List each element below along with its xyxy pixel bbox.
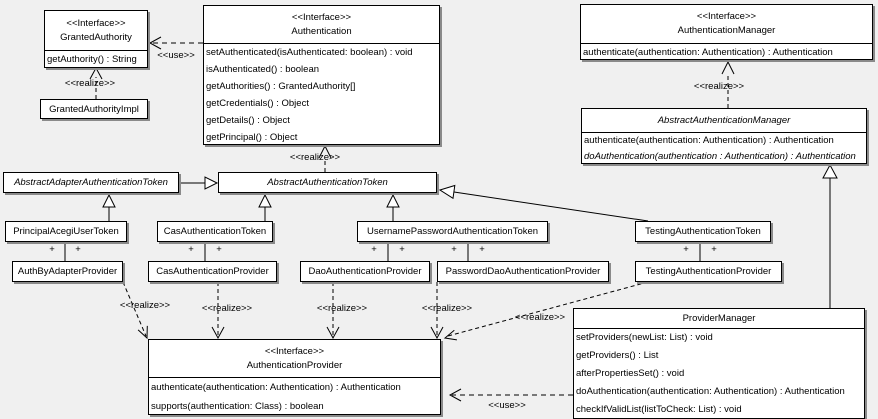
label-multiplicity-plus: + [399, 244, 405, 255]
label-use: <<use>> [488, 400, 526, 411]
label-multiplicity-plus: + [371, 244, 377, 255]
class-name: TestingAuthenticationProvider [645, 266, 772, 277]
class-granted-authority[interactable]: <<Interface>> GrantedAuthority getAuthor… [44, 10, 148, 68]
method: doAuthentication(authentication: Authent… [576, 386, 845, 397]
method: isAuthenticated() : boolean [206, 64, 320, 75]
class-password-dao-authentication-provider[interactable]: PasswordDaoAuthenticationProvider [437, 261, 609, 282]
edge-gen-abstractadaptertoken-abstracttoken [180, 176, 219, 190]
label-multiplicity-plus: + [683, 244, 689, 255]
class-name: PasswordDaoAuthenticationProvider [445, 266, 601, 277]
class-name: ProviderManager [682, 312, 756, 324]
method: getDetails() : Object [206, 115, 290, 126]
label-realize: <<realize>> [64, 78, 116, 89]
class-name: AbstractAuthenticationToken [267, 177, 388, 188]
class-abstract-authentication-manager[interactable]: AbstractAuthenticationManager authentica… [581, 108, 867, 164]
label-realize: <<realize>> [201, 303, 253, 314]
class-auth-by-adapter-provider[interactable]: AuthByAdapterProvider [12, 261, 123, 282]
method: getAuthority() : String [47, 54, 137, 65]
class-name: GrantedAuthority [60, 31, 132, 43]
class-name: Authentication [291, 25, 352, 37]
label-multiplicity-plus: + [451, 244, 457, 255]
method: setProviders(newList: List) : void [576, 332, 713, 343]
method: authenticate(authentication: Authenticat… [151, 382, 401, 393]
class-username-password-authentication-token[interactable]: UsernamePasswordAuthenticationToken [357, 221, 548, 242]
class-name: CasAuthenticationToken [163, 226, 267, 237]
class-name: CasAuthenticationProvider [156, 266, 269, 277]
method: setAuthenticated(isAuthenticated: boolea… [206, 47, 413, 58]
class-principal-acegi-user-token[interactable]: PrincipalAcegiUserToken [5, 221, 127, 242]
method: doAuthentication(authentication : Authen… [584, 151, 856, 162]
class-testing-authentication-provider[interactable]: TestingAuthenticationProvider [635, 261, 782, 282]
stereotype: <<Interface>> [696, 11, 757, 22]
label-use: <<use>> [157, 50, 195, 61]
class-name: AbstractAuthenticationManager [657, 114, 791, 126]
label-multiplicity-plus: + [188, 244, 194, 255]
class-abstract-adapter-authentication-token[interactable]: AbstractAdapterAuthenticationToken [3, 172, 179, 193]
class-provider-manager[interactable]: ProviderManager setProviders(newList: Li… [573, 308, 865, 419]
edge-gen-usernamepasswordtoken [386, 193, 400, 221]
stereotype: <<Interface>> [291, 11, 352, 23]
class-abstract-authentication-token[interactable]: AbstractAuthenticationToken [218, 172, 437, 193]
label-multiplicity-plus: + [711, 244, 717, 255]
stereotype: <<Interface>> [66, 17, 126, 29]
class-name: GrantedAuthorityImpl [49, 103, 139, 115]
label-multiplicity-plus: + [479, 244, 485, 255]
method: authenticate(authentication: Authenticat… [584, 135, 834, 146]
label-realize: <<realize>> [514, 312, 566, 323]
method: authenticate(authentication: Authenticat… [583, 47, 833, 58]
stereotype: <<Interface>> [264, 345, 325, 357]
method: checkIfValidList(listToCheck: List) : vo… [576, 404, 742, 415]
edge-gen-principalacegiusertoken [102, 193, 116, 221]
edge-use-authentication-grantedauthority [148, 36, 203, 50]
class-name: TestingAuthenticationToken [645, 226, 761, 237]
method: getPrincipal() : Object [206, 132, 298, 143]
label-realize: <<realize>> [289, 152, 341, 163]
method: afterPropertiesSet() : void [576, 368, 685, 379]
method: getAuthorities() : GrantedAuthority[] [206, 81, 356, 92]
class-name: AuthByAdapterProvider [17, 266, 118, 277]
label-realize: <<realize>> [119, 300, 171, 311]
label-realize: <<realize>> [421, 303, 473, 314]
class-cas-authentication-token[interactable]: CasAuthenticationToken [157, 221, 273, 242]
class-name: AuthenticationManager [677, 25, 776, 36]
class-name: AuthenticationProvider [246, 359, 343, 371]
method: getCredentials() : Object [206, 98, 309, 109]
edge-gen-providermanager-abstractmanager [822, 163, 838, 308]
class-name: DaoAuthenticationProvider [308, 266, 422, 277]
label-realize: <<realize>> [316, 303, 368, 314]
label-multiplicity-plus: + [49, 244, 55, 255]
method: supports(authentication: Class) : boolea… [151, 401, 324, 412]
method: getProviders() : List [576, 350, 659, 361]
class-authentication-provider[interactable]: <<Interface>> AuthenticationProvider aut… [148, 339, 441, 415]
class-name: UsernamePasswordAuthenticationToken [366, 226, 539, 237]
class-dao-authentication-provider[interactable]: DaoAuthenticationProvider [300, 261, 430, 282]
edge-gen-casauthenticationtoken [258, 193, 272, 221]
class-name: AbstractAdapterAuthenticationToken [14, 177, 168, 188]
class-name: PrincipalAcegiUserToken [13, 226, 119, 237]
class-testing-authentication-token[interactable]: TestingAuthenticationToken [635, 221, 771, 242]
edge-gen-testingauthenticationtoken [438, 184, 649, 222]
class-granted-authority-impl[interactable]: GrantedAuthorityImpl [40, 99, 148, 119]
label-multiplicity-plus: + [75, 244, 81, 255]
class-authentication-manager[interactable]: <<Interface>> AuthenticationManager auth… [580, 4, 873, 60]
class-cas-authentication-provider[interactable]: CasAuthenticationProvider [148, 261, 277, 282]
class-authentication[interactable]: <<Interface>> Authentication setAuthenti… [203, 5, 440, 145]
label-multiplicity-plus: + [216, 244, 222, 255]
label-realize: <<realize>> [693, 81, 745, 92]
